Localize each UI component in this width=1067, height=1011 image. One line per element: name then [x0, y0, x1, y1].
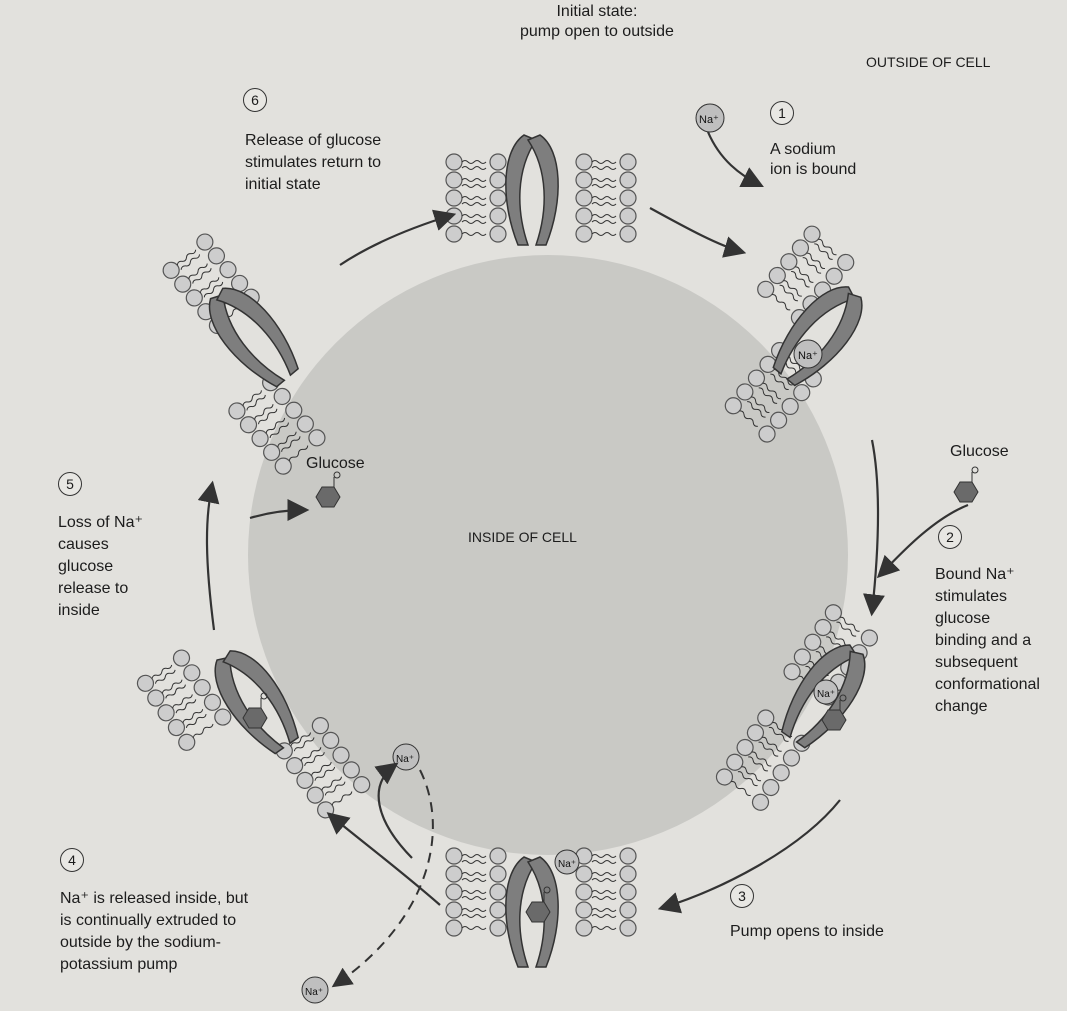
glucose-inside-label: Glucose — [306, 454, 365, 474]
glucose-outside-label: Glucose — [950, 442, 1009, 462]
transporter-top — [446, 135, 636, 245]
svg-text:Na⁺: Na⁺ — [558, 859, 576, 870]
cell-interior — [248, 255, 848, 855]
svg-text:Na⁺: Na⁺ — [798, 350, 818, 362]
step-1-text: A sodium ion is bound — [770, 140, 856, 180]
svg-text:Na⁺: Na⁺ — [817, 689, 835, 700]
step-2-text: Bound Na⁺ stimulates glucose binding and… — [935, 564, 1040, 718]
svg-text:Na⁺: Na⁺ — [396, 754, 414, 765]
inside-of-cell-label: INSIDE OF CELL — [468, 527, 577, 547]
step-3-number: 3 — [730, 884, 754, 908]
step-4-text: Na⁺ is released inside, but is continual… — [60, 888, 248, 976]
step-6-text: Release of glucose stimulates return to … — [245, 130, 381, 196]
step-2-number: 2 — [938, 525, 962, 549]
step-5-text: Loss of Na⁺ causes glucose release to in… — [58, 512, 143, 622]
svg-text:Na⁺: Na⁺ — [305, 987, 323, 998]
step-1-number: 1 — [770, 101, 794, 125]
svg-text:Na⁺: Na⁺ — [699, 114, 719, 126]
step-6-number: 6 — [243, 88, 267, 112]
step-4-number: 4 — [60, 848, 84, 872]
transporter-step6 — [129, 231, 359, 478]
pump-open-label: pump open to outside — [520, 23, 674, 40]
outside-of-cell-label: OUTSIDE OF CELL — [866, 52, 990, 72]
step-5-number: 5 — [58, 472, 82, 496]
step-3-text: Pump opens to inside — [730, 922, 884, 942]
glucose-outside-icon — [954, 467, 978, 502]
initial-state-label: Initial state: pump open to outside — [520, 2, 674, 42]
